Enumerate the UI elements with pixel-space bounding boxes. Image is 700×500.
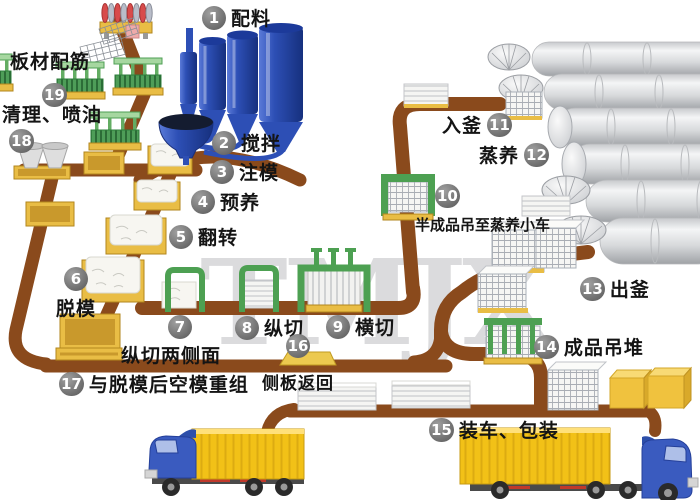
station-7-badge: 7 bbox=[168, 315, 192, 339]
station-4: 4 预养 bbox=[191, 188, 260, 215]
reinforcement-area bbox=[0, 3, 164, 180]
station-5: 5 翻转 bbox=[169, 223, 238, 250]
station-12-badge: 12 bbox=[524, 142, 549, 167]
curing-slab bbox=[521, 195, 571, 217]
silo bbox=[199, 37, 226, 136]
station-7: 7 纵切两侧面 bbox=[120, 315, 222, 368]
station-15: 15 装车、包装 bbox=[429, 416, 559, 443]
station-12: 蒸养 12 bbox=[479, 141, 549, 168]
station-19-badge: 19 bbox=[42, 83, 67, 107]
truck-left bbox=[144, 428, 305, 496]
silo bbox=[259, 23, 303, 152]
rebar-table bbox=[88, 111, 142, 151]
panel-stack bbox=[297, 382, 377, 411]
station-18-badge: 18 bbox=[9, 129, 34, 153]
station-11: 入釜 11 bbox=[442, 111, 512, 138]
stacker-machine bbox=[483, 318, 543, 365]
mesh-cube bbox=[546, 361, 608, 411]
empty-mold-tray bbox=[83, 151, 125, 175]
empty-mold-tray bbox=[59, 313, 121, 351]
cutting-machines bbox=[161, 174, 543, 365]
station-14-badge: 14 bbox=[534, 334, 559, 359]
station-3-badge: 3 bbox=[210, 159, 234, 184]
exit-cake bbox=[476, 265, 536, 313]
station-2-badge: 2 bbox=[212, 130, 236, 155]
packed-cube bbox=[646, 366, 693, 410]
station-13-label: 出釜 bbox=[609, 279, 650, 301]
station-8-badge: 8 bbox=[235, 315, 259, 340]
station-16: 16 侧板返回 bbox=[256, 334, 340, 394]
station-10-badge: 10 bbox=[435, 184, 460, 208]
silo bbox=[227, 30, 258, 142]
cleaning-hoppers bbox=[13, 142, 71, 180]
station-10-label: 半成品吊至蒸养小车 bbox=[415, 216, 551, 234]
truck-right bbox=[459, 427, 699, 500]
station-18: 清理、喷油 18 bbox=[2, 100, 102, 153]
autoclave-door-icon bbox=[487, 43, 531, 71]
panel-stack bbox=[391, 380, 471, 409]
empty-mold-plate bbox=[55, 347, 123, 361]
station-4-label: 预养 bbox=[220, 192, 261, 214]
wire-coil-machine bbox=[99, 3, 153, 39]
station-4-badge: 4 bbox=[191, 189, 215, 214]
station-17: 17 与脱模后空模重组 bbox=[59, 370, 249, 397]
cross-cutter-machine bbox=[297, 248, 371, 313]
station-9-badge: 9 bbox=[326, 314, 350, 339]
station-6-label: 脱模 bbox=[55, 298, 96, 320]
station-1-label: 配料 bbox=[231, 8, 272, 30]
station-17-badge: 17 bbox=[59, 371, 84, 396]
station-5-label: 翻转 bbox=[198, 227, 239, 249]
station-2: 2 搅拌 bbox=[212, 129, 281, 156]
batching-silos-mixer bbox=[158, 23, 303, 165]
station-1-badge: 1 bbox=[202, 5, 226, 30]
flip-mold bbox=[105, 214, 167, 255]
longitudinal-cutter-machine bbox=[239, 265, 279, 312]
station-11-badge: 11 bbox=[487, 112, 512, 137]
empty-mold-tray bbox=[25, 201, 75, 227]
station-6-badge: 6 bbox=[64, 267, 88, 291]
station-13-badge: 13 bbox=[580, 276, 605, 301]
station-3: 3 注模 bbox=[210, 158, 279, 185]
steel-mesh-icon bbox=[79, 36, 126, 65]
rebar-table bbox=[0, 53, 14, 92]
station-9-label: 横切 bbox=[355, 317, 396, 339]
exit-cake bbox=[490, 221, 554, 273]
station-16-badge: 16 bbox=[285, 334, 311, 358]
exit-cake bbox=[534, 219, 586, 269]
mixer bbox=[158, 114, 214, 165]
station-11-label: 入釜 bbox=[442, 115, 483, 137]
station-7-label: 纵切两侧面 bbox=[120, 345, 221, 367]
transfer-crane-machine bbox=[381, 174, 435, 221]
station-12-label: 蒸养 bbox=[479, 145, 520, 167]
station-5-badge: 5 bbox=[169, 224, 193, 249]
rebar-table bbox=[54, 61, 106, 100]
station-14: 14 成品吊堆 bbox=[534, 333, 644, 360]
side-cutter-machine bbox=[161, 267, 205, 312]
station-2-label: 搅拌 bbox=[241, 133, 282, 155]
station-19-label: 板材配筋 bbox=[10, 51, 91, 73]
station-1: 1 配料 bbox=[202, 4, 271, 31]
station-14-label: 成品吊堆 bbox=[563, 337, 644, 359]
station-18-label: 清理、喷油 bbox=[2, 104, 103, 126]
station-19: 板材配筋 19 bbox=[10, 47, 90, 107]
station-13: 13 出釜 bbox=[580, 275, 650, 302]
station-10: 10 半成品吊至蒸养小车 bbox=[415, 184, 550, 235]
rebar-table bbox=[112, 57, 164, 96]
demold-mold bbox=[81, 256, 145, 303]
station-17-label: 与脱模后空模重组 bbox=[88, 374, 249, 396]
precure-mold bbox=[133, 179, 181, 211]
station-16-label: 侧板返回 bbox=[262, 374, 334, 394]
station-9: 9 横切 bbox=[326, 313, 395, 340]
station-15-label: 装车、包装 bbox=[458, 420, 559, 442]
product-blocks bbox=[297, 83, 693, 411]
entry-cart bbox=[403, 83, 449, 108]
door-cart bbox=[505, 91, 543, 120]
station-6: 6 脱模 bbox=[44, 267, 108, 321]
packed-cube bbox=[608, 368, 653, 410]
station-15-badge: 15 bbox=[429, 417, 454, 442]
station-3-label: 注模 bbox=[239, 162, 280, 184]
